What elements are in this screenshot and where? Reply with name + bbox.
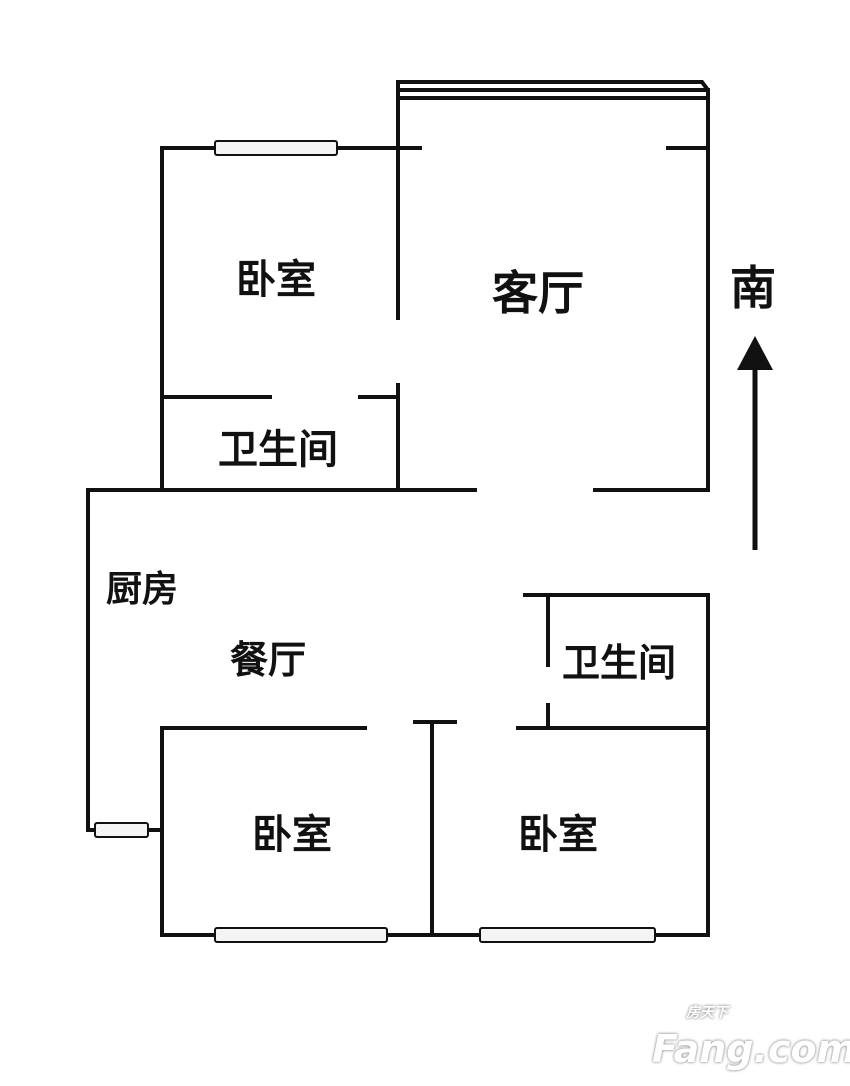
room-label-dining-room: 餐厅 <box>230 638 307 682</box>
compass-south-label: 南 <box>730 261 776 315</box>
watermark-logo: Fang.com <box>652 1027 850 1071</box>
window-top-bedroom <box>214 140 338 156</box>
room-label-kitchen: 厨房 <box>106 569 179 610</box>
room-label-living-room: 客厅 <box>492 266 584 320</box>
south-arrow-icon <box>737 336 773 550</box>
window-bottom-right-bedroom <box>479 927 656 943</box>
room-label-bathroom-top: 卫生间 <box>218 427 338 473</box>
balcony <box>396 80 710 100</box>
watermark-cn: 房天下 <box>686 1005 728 1021</box>
window-kitchen <box>94 822 149 838</box>
window-bottom-left-bedroom <box>214 927 388 943</box>
room-label-bedroom-bottom-right: 卧室 <box>518 812 598 858</box>
room-label-bathroom-right: 卫生间 <box>562 641 677 685</box>
room-label-bedroom-bottom-left: 卧室 <box>252 812 332 858</box>
room-label-bedroom-top: 卧室 <box>236 257 316 303</box>
